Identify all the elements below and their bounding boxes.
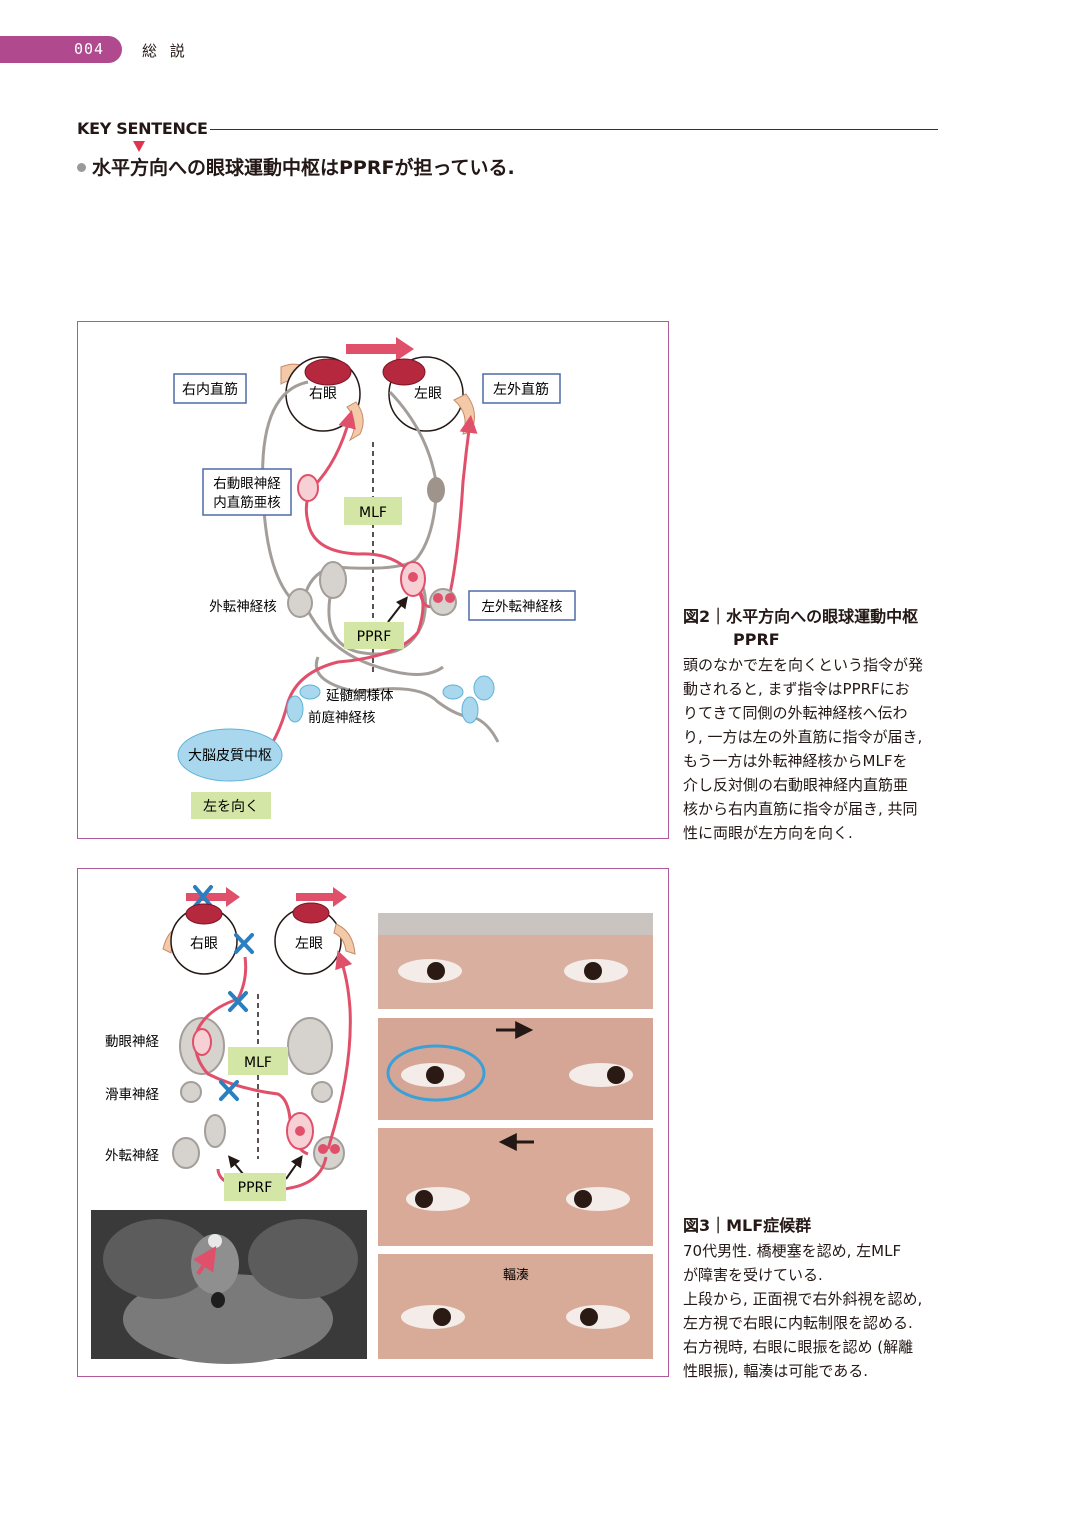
caption-line: 右方視時, 右眼に眼振を認め (解離 bbox=[683, 1338, 914, 1356]
label-left-eye: 左眼 bbox=[414, 386, 442, 402]
caption-line: 動されると, まず指令はPPRFにお bbox=[683, 680, 910, 698]
caption-line: 核から右内直筋に指令が届き, 共同 bbox=[683, 800, 918, 818]
label-left-eye: 左眼 bbox=[295, 936, 323, 952]
caption-line: 介し反対側の右動眼神経内直筋亜 bbox=[683, 776, 909, 794]
figure-3-caption-title: 図3｜MLF症候群 bbox=[683, 1216, 812, 1235]
label-left-abducens-nucleus: 左外転神経核 bbox=[482, 599, 563, 615]
divider bbox=[210, 129, 938, 130]
caption-line: り, 一方は左の外直筋に指令が届き, bbox=[683, 728, 923, 746]
caption-line: 上段から, 正面視で右外斜視を認め, bbox=[683, 1290, 923, 1308]
figure-3: 右眼 左眼 動眼神経 滑車神経 外転神経 MLF PPRF bbox=[77, 868, 669, 1377]
label-left-lateral-rectus: 左外直筋 bbox=[493, 381, 549, 398]
marker-triangle-icon bbox=[133, 141, 145, 152]
figure-2-caption-body: 頭のなかで左を向くという指令が発 動されると, まず指令はPPRFにお りてきて… bbox=[683, 653, 923, 845]
label-medulla-line2: 前庭神経核 bbox=[308, 709, 376, 726]
figure-2: 右内直筋 右眼 左眼 左外直筋 右動眼神経 内直筋亜核 MLF 外転神経核 左外… bbox=[77, 321, 669, 839]
abducens-nucleus-right bbox=[287, 588, 313, 618]
left-eye-gaze-arrow-icon bbox=[296, 887, 347, 907]
caption-line: 頭のなかで左を向くという指令が発 bbox=[683, 656, 924, 674]
mri-image bbox=[91, 1210, 367, 1364]
label-right-eye: 右眼 bbox=[309, 386, 337, 402]
oculomotor-nucleus bbox=[297, 474, 319, 502]
section-title: 総 説 bbox=[142, 42, 189, 60]
eye-photo-front bbox=[378, 913, 653, 1009]
caption-line: りてきて同側の外転神経核へ伝わ bbox=[683, 704, 908, 722]
page-tab bbox=[0, 36, 122, 63]
caption-line: もう一方は外転神経核からMLFを bbox=[683, 752, 908, 770]
figure-2-caption-title: 図2｜水平方向への眼球運動中枢 bbox=[683, 607, 919, 626]
label-right-eye: 右眼 bbox=[190, 936, 218, 952]
label-abducens-nucleus: 外転神経核 bbox=[209, 599, 277, 615]
eye-photo-left-gaze bbox=[378, 1018, 653, 1120]
label-oculomotor-line2: 内直筋亜核 bbox=[213, 494, 281, 511]
nucleus-gray bbox=[319, 561, 347, 599]
label-abducens: 外転神経 bbox=[105, 1148, 159, 1164]
caption-line: 性眼振), 輻湊は可能である. bbox=[683, 1362, 869, 1380]
label-oculomotor: 動眼神経 bbox=[105, 1034, 159, 1050]
cross-icon bbox=[234, 933, 254, 954]
figure-3-caption-body: 70代男性. 橋梗塞を認め, 左MLF が障害を受けている. 上段から, 正面視… bbox=[683, 1239, 922, 1383]
label-medulla-line1: 延髄網様体 bbox=[326, 688, 394, 704]
cross-icon bbox=[219, 1080, 239, 1101]
highlight-circle bbox=[386, 1044, 486, 1102]
key-sentence-heading: KEY SENTENCE bbox=[77, 119, 208, 138]
label-trochlear: 滑車神経 bbox=[105, 1087, 159, 1103]
caption-line: 性に両眼が左方向を向く. bbox=[683, 824, 853, 842]
label-pprf: PPRF bbox=[357, 629, 392, 645]
label-mlf: MLF bbox=[359, 505, 387, 521]
gaze-direction-arrow-icon bbox=[346, 337, 414, 361]
eye-photo-right-gaze bbox=[378, 1128, 653, 1246]
page-number: 004 bbox=[74, 40, 105, 58]
label-mlf: MLF bbox=[244, 1055, 272, 1071]
right-eye-drawing bbox=[162, 903, 238, 975]
caption-line: 70代男性. 橋梗塞を認め, 左MLF bbox=[683, 1242, 902, 1260]
cross-icon bbox=[228, 991, 248, 1012]
label-look-left: 左を向く bbox=[203, 799, 259, 815]
cross-icon bbox=[193, 885, 213, 908]
caption-line: 左方視で右眼に内転制限を認める. bbox=[683, 1314, 913, 1332]
label-cortex: 大脳皮質中枢 bbox=[188, 748, 272, 764]
left-eye-drawing bbox=[274, 902, 356, 975]
label-oculomotor-line1: 右動眼神経 bbox=[213, 476, 281, 492]
figure-2-diagram: 右内直筋 右眼 左眼 左外直筋 右動眼神経 内直筋亜核 MLF 外転神経核 左外… bbox=[173, 337, 576, 819]
label-pprf: PPRF bbox=[238, 1180, 273, 1196]
caption-line: が障害を受けている. bbox=[683, 1266, 823, 1284]
label-right-medial-rectus: 右内直筋 bbox=[182, 381, 238, 398]
key-sentence-text: 水平方向への眼球運動中枢はPPRFが担っている. bbox=[92, 157, 515, 179]
cortex-ellipse bbox=[177, 728, 283, 782]
bullet-icon bbox=[77, 163, 86, 172]
right-eye-gaze-arrow-icon bbox=[186, 887, 240, 907]
figure-3-diagram: 右眼 左眼 動眼神経 滑車神経 外転神経 MLF PPRF bbox=[91, 885, 653, 1364]
eye-photo-convergence: 輻湊 bbox=[378, 1254, 653, 1359]
label-convergence: 輻湊 bbox=[503, 1268, 529, 1283]
right-oculomotor-left-nucleus bbox=[427, 477, 445, 503]
figure-2-caption-title-line2: PPRF bbox=[733, 630, 780, 649]
